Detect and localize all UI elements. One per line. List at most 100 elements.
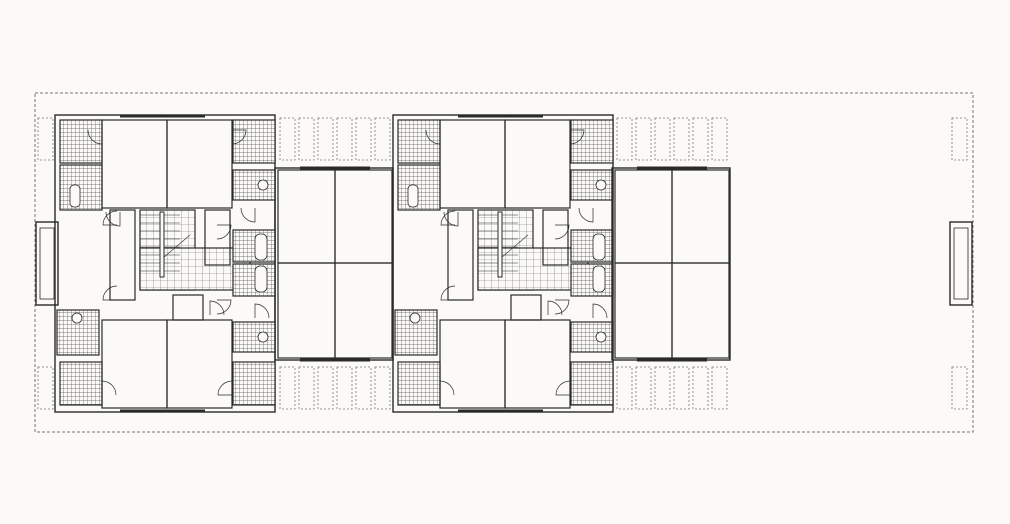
door-swing [569, 129, 585, 145]
parking-stall [711, 117, 728, 161]
bathtub [254, 265, 268, 293]
loggia-bottom-right [232, 361, 276, 406]
parking-stall [692, 366, 709, 410]
loggia-bottom-left [397, 361, 441, 406]
door-swing [547, 300, 563, 316]
link-outer-wall [611, 167, 731, 361]
loggia-top-right [570, 119, 614, 164]
loggia-bottom-right [570, 361, 614, 406]
stair-direction-line [162, 234, 191, 259]
stair-wall [497, 211, 503, 278]
kitchen-top-right [570, 169, 614, 201]
parking-stall [336, 117, 353, 161]
parking-stall [336, 366, 353, 410]
room [101, 319, 168, 409]
parking-stall [654, 117, 671, 161]
parking-stall [37, 366, 54, 410]
loggia-top-right [232, 119, 276, 164]
room [101, 119, 168, 209]
parking-stall [298, 117, 315, 161]
door-swing [555, 380, 571, 396]
door-swing [102, 285, 118, 301]
parking-stall [951, 366, 968, 410]
door-swing [209, 300, 225, 316]
bathroom-left [59, 164, 103, 211]
storage [109, 209, 136, 301]
room [614, 262, 673, 359]
parking-stall [692, 117, 709, 161]
kitchen-bottom-right [232, 321, 276, 353]
door-swing [216, 224, 232, 240]
door-swing [439, 380, 455, 396]
room [277, 169, 336, 264]
door-swing [254, 303, 270, 319]
parking-stall [317, 366, 334, 410]
parking-stall [616, 366, 633, 410]
parking-stall [279, 366, 296, 410]
room [504, 119, 571, 209]
parking-stall [355, 366, 372, 410]
room [334, 262, 393, 359]
apartment-core-unit [392, 114, 614, 413]
sink [595, 331, 607, 343]
door-swing [217, 380, 233, 396]
door-swing [554, 224, 570, 240]
sink [257, 179, 269, 191]
parking-stall [279, 117, 296, 161]
parking-stall [635, 366, 652, 410]
storage [447, 209, 474, 301]
door-swing [440, 285, 456, 301]
door-swing [425, 129, 441, 145]
storage [204, 209, 231, 266]
parking-stall [37, 117, 54, 161]
bathroom-lower [570, 263, 614, 297]
kitchen-top-right [232, 169, 276, 201]
parking-stall [654, 366, 671, 410]
sink [409, 312, 421, 324]
bathtub [254, 233, 268, 261]
parking-stall [711, 366, 728, 410]
sink [257, 331, 269, 343]
door-swing [87, 129, 103, 145]
bathroom-upper [570, 229, 614, 263]
elevator [510, 294, 542, 321]
link-block [274, 117, 394, 410]
room [166, 119, 233, 209]
door-swing [101, 380, 117, 396]
parking-stall [635, 117, 652, 161]
parking-stall [616, 117, 633, 161]
door-swing [216, 299, 232, 315]
end-balcony-right-inner [953, 227, 969, 300]
apartment-core-unit [54, 114, 276, 413]
sink [595, 179, 607, 191]
stair-wall [159, 211, 165, 278]
parking-stall [374, 366, 391, 410]
bathtub [69, 184, 81, 208]
room [277, 262, 336, 359]
room [439, 119, 506, 209]
sink [71, 312, 83, 324]
elevator [172, 294, 204, 321]
link-block [611, 117, 731, 410]
door-swing [592, 303, 608, 319]
door-swing [231, 129, 247, 145]
parking-stall [298, 366, 315, 410]
door-swing [240, 207, 256, 223]
kitchen-bottom-right [570, 321, 614, 353]
parking-stall [317, 117, 334, 161]
room [671, 262, 730, 359]
bathtub [592, 265, 606, 293]
room [671, 169, 730, 264]
parking-stall [374, 117, 391, 161]
loggia-bottom-left [59, 361, 103, 406]
bathtub [592, 233, 606, 261]
room [614, 169, 673, 264]
room [439, 319, 506, 409]
bathroom-left [397, 164, 441, 211]
end-balcony-right [949, 221, 973, 306]
bathroom-upper [232, 229, 276, 263]
end-balcony-left [35, 221, 59, 306]
parking-stall [951, 117, 968, 161]
storage [542, 209, 569, 266]
